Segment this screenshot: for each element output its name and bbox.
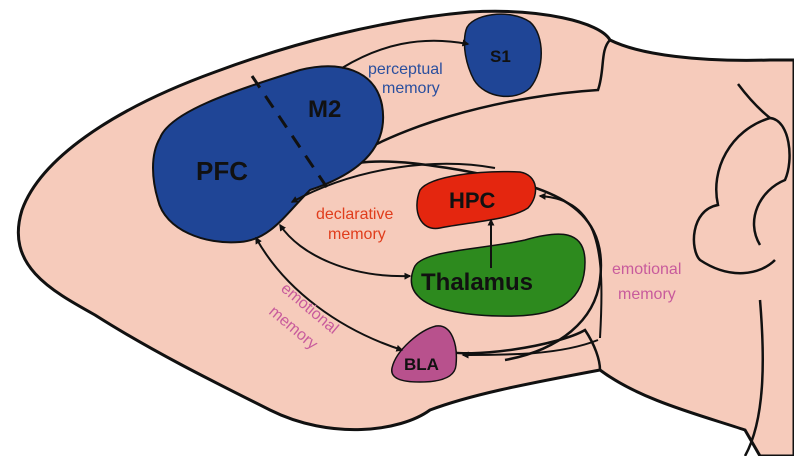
brain-outline (16, 9, 794, 456)
emotional-memory-right-line1: emotional (612, 261, 681, 278)
thalamus-label: Thalamus (421, 269, 533, 296)
hpc-label: HPC (449, 188, 496, 213)
s1-region (463, 13, 542, 98)
inner-loop-line (298, 160, 603, 362)
inner-ventral-line (439, 328, 602, 371)
declarative-memory-line1: declarative (316, 206, 393, 223)
arrow-pfc-bla (255, 236, 404, 352)
pfc-label: PFC (196, 156, 248, 186)
emotional-memory-right-line2: memory (618, 286, 676, 303)
pfc-m2-region (152, 65, 385, 244)
arrow-hpc-to-pfc (290, 162, 496, 203)
arrow-to-bla-right (461, 339, 599, 359)
bla-region (391, 325, 458, 383)
cerebellum-fold-2 (752, 116, 791, 246)
bla-label: BLA (404, 355, 439, 374)
arrow-m2-to-s1 (341, 39, 470, 69)
s1-label: S1 (490, 47, 511, 66)
hpc-region (416, 170, 537, 230)
thalamus-region (410, 233, 586, 317)
brainstem-line (743, 299, 765, 456)
perceptual-memory-line1: perceptual (368, 61, 443, 78)
cerebellum-fold-1 (692, 83, 776, 275)
perceptual-memory-line2: memory (382, 80, 440, 97)
declarative-memory-line2: memory (328, 226, 386, 243)
arrow-bla-to-hpc-loop (538, 192, 603, 339)
m2-label: M2 (308, 96, 341, 123)
